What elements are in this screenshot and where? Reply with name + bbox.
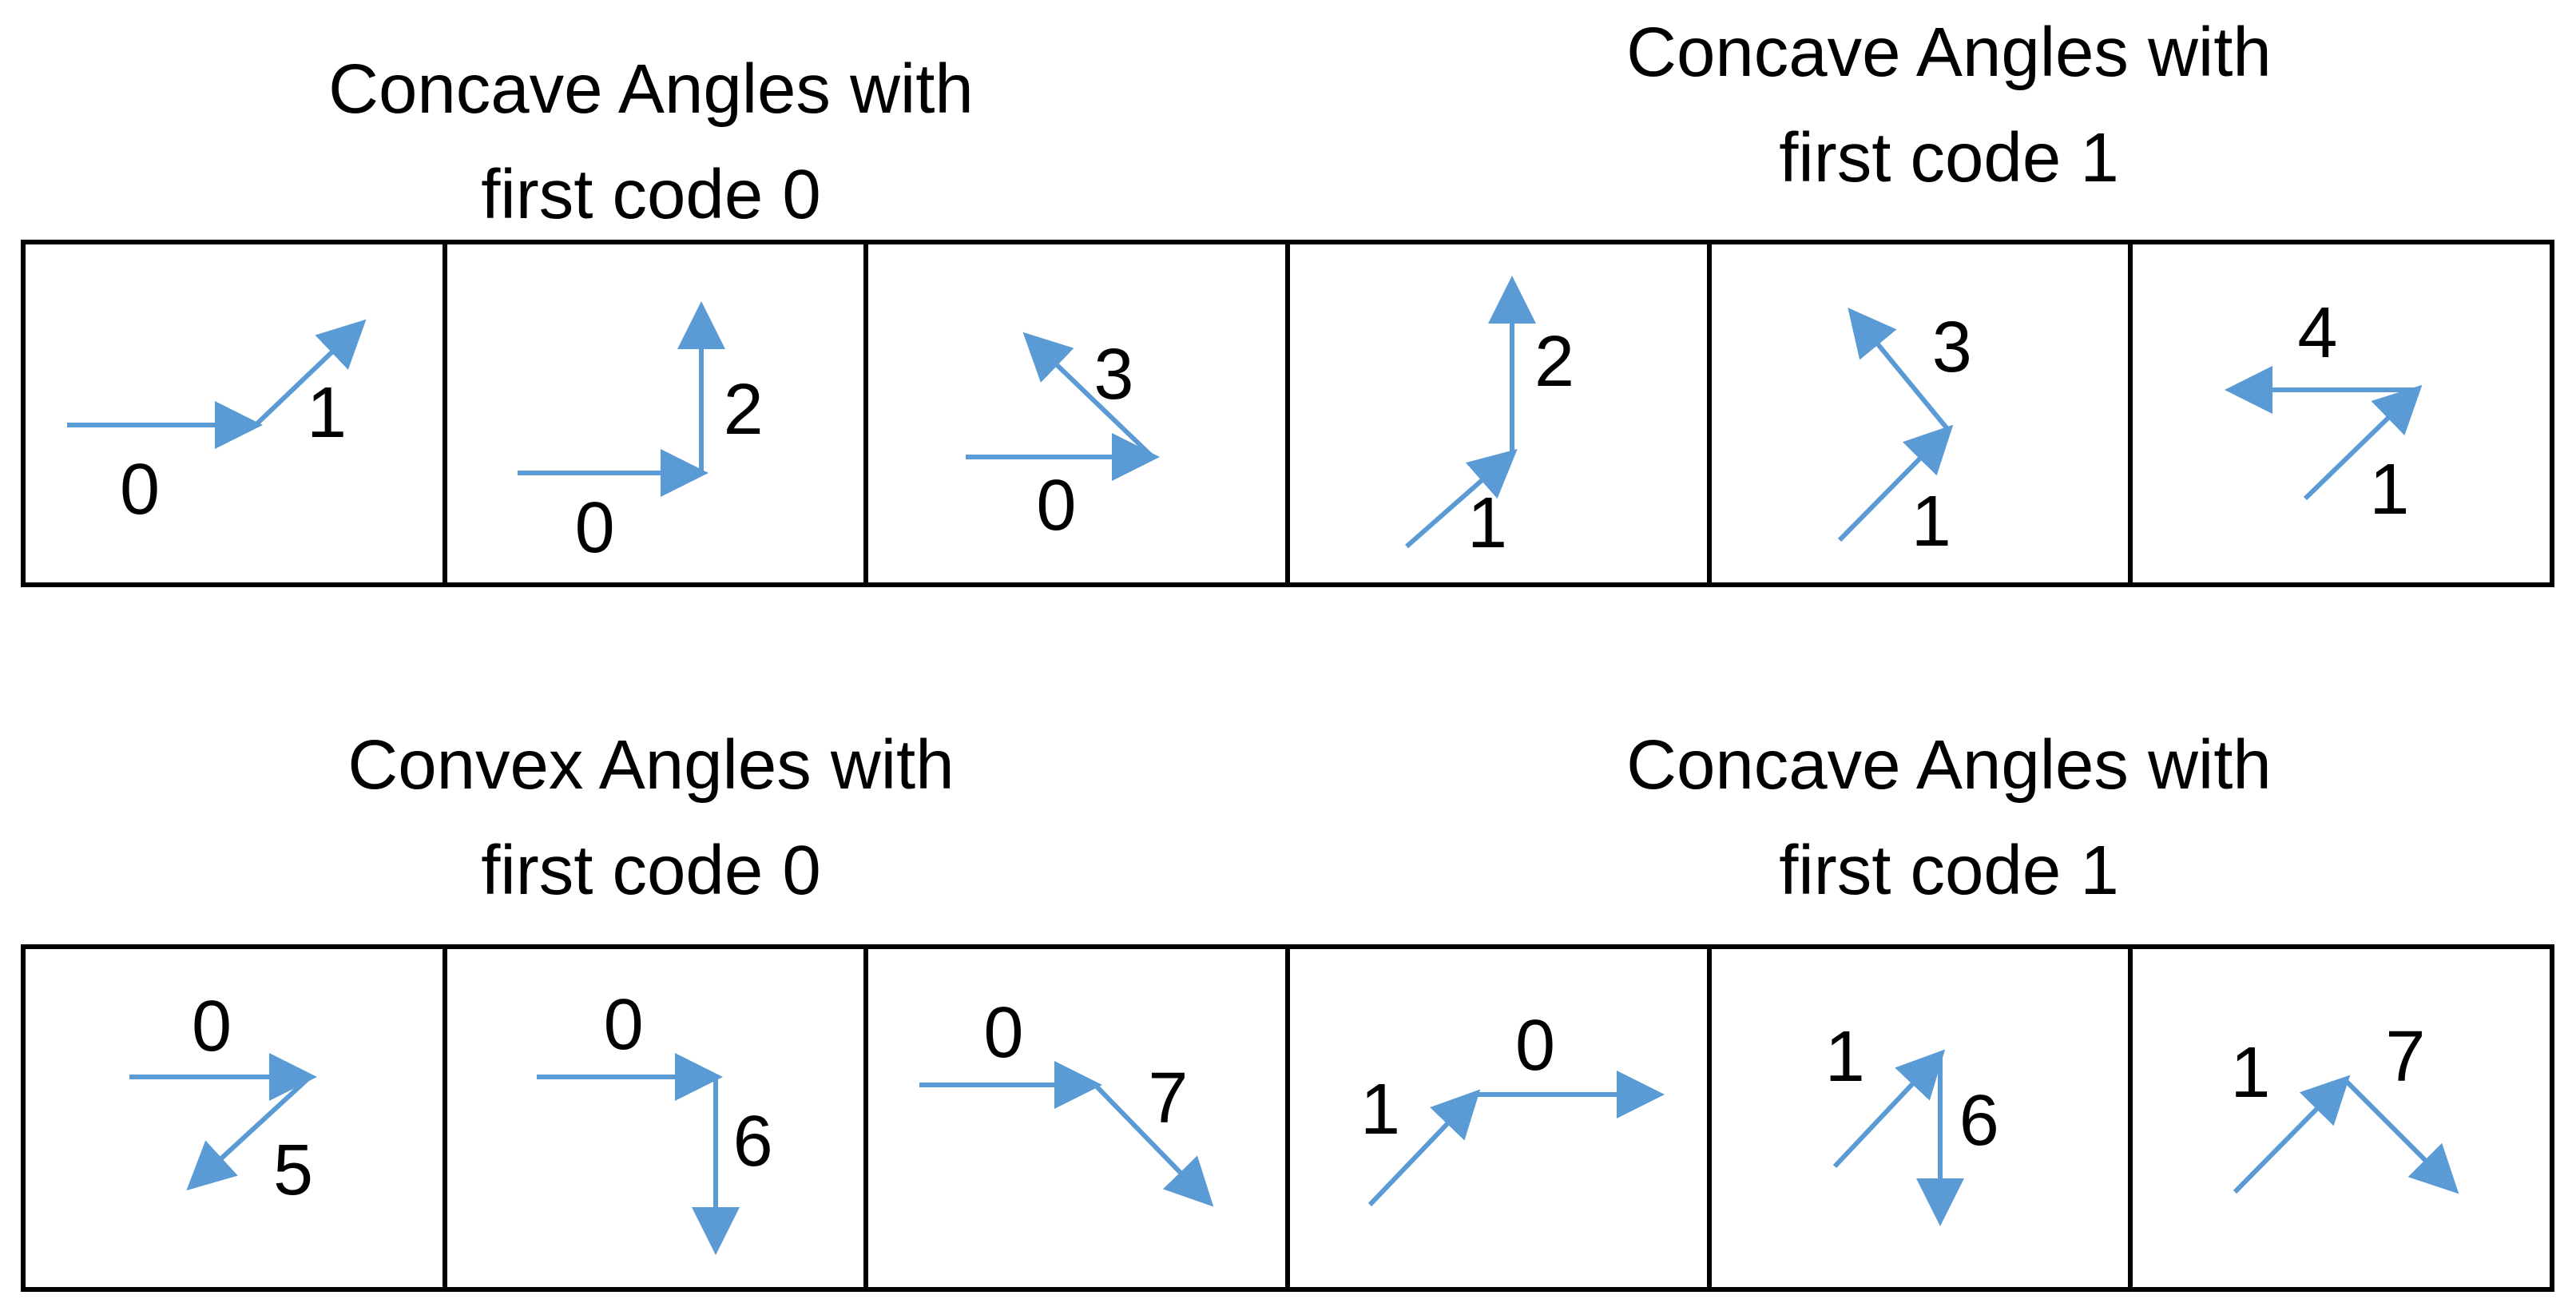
code-arrow (2344, 1078, 2459, 1194)
title-line-2: first code 1 (1779, 119, 2119, 197)
angle-arrows (536, 1053, 740, 1255)
angle-cell-1-0: 1 0 (1290, 949, 1712, 1287)
second-code-label: 3 (1931, 308, 1972, 387)
title-line-1: Concave Angles with (1626, 14, 2272, 91)
angle-arrows (1367, 1071, 1665, 1207)
code-arrow (1367, 1089, 1481, 1207)
first-code-label: 1 (1360, 1070, 1401, 1150)
angle-arrows (1837, 308, 1954, 542)
angle-arrows (2233, 1075, 2459, 1194)
angle-cell-1-6: 1 6 (1712, 949, 2133, 1287)
title-line-2: first code 0 (481, 832, 821, 909)
second-code-label: 7 (1148, 1059, 1189, 1138)
code-arrow (1847, 308, 1951, 431)
angle-arrows (129, 1053, 317, 1191)
first-code-label: 0 (983, 993, 1024, 1073)
angle-arrows (1405, 276, 1537, 549)
section-title-concave-first-code-0: Concave Angles with first code 0 (152, 37, 1150, 248)
first-code-label: 1 (2369, 450, 2410, 530)
second-code-label: 1 (307, 373, 347, 453)
title-line-2: first code 1 (1779, 832, 2119, 909)
top-angle-strip: 0 1 0 2 0 3 1 2 1 3 (21, 240, 2554, 587)
second-code-label: 2 (1534, 322, 1575, 402)
second-code-label: 4 (2297, 293, 2338, 373)
second-code-label: 5 (273, 1130, 314, 1210)
angle-cell-0-3: 0 3 (868, 244, 1291, 582)
code-arrow (253, 319, 367, 427)
first-code-label: 1 (2230, 1033, 2271, 1113)
angle-arrows (966, 332, 1161, 481)
first-code-label: 0 (120, 450, 161, 530)
angle-cell-1-3: 1 3 (1712, 244, 2133, 582)
code-arrow (2304, 384, 2423, 501)
angle-cell-0-1: 0 1 (26, 244, 447, 582)
code-arrow (186, 1075, 312, 1191)
first-code-label: 1 (1824, 1017, 1865, 1097)
code-arrow (1837, 424, 1954, 542)
title-line-2: first code 0 (481, 156, 821, 233)
code-arrow (1022, 332, 1155, 459)
title-line-1: Convex Angles with (347, 726, 955, 804)
angle-arrows (1832, 1049, 1964, 1226)
second-code-label: 2 (723, 370, 764, 450)
code-arrow (1094, 1083, 1214, 1207)
section-title-convex-first-code-0: Convex Angles with first code 0 (152, 713, 1150, 924)
section-title-concave-first-code-1: Concave Angles with first code 1 (1390, 0, 2508, 211)
angle-cell-0-2: 0 2 (447, 244, 869, 582)
first-code-label: 0 (603, 985, 644, 1065)
angle-cell-1-4: 1 4 (2133, 244, 2550, 582)
title-line-1: Concave Angles with (1626, 726, 2272, 804)
second-code-label: 6 (1959, 1081, 1999, 1161)
bottom-angle-strip: 0 5 0 6 0 7 1 0 1 6 (21, 944, 2554, 1292)
first-code-label: 0 (574, 488, 615, 568)
angle-arrows (517, 301, 725, 497)
first-code-label: 1 (1467, 483, 1508, 563)
section-title-lower-concave-first-code-1: Concave Angles with first code 1 (1390, 713, 2508, 924)
angle-arrows (2225, 366, 2423, 501)
second-code-label: 0 (1515, 1006, 1556, 1086)
angle-arrows (919, 1061, 1214, 1207)
angle-cell-0-6: 0 6 (447, 949, 869, 1287)
second-code-label: 6 (732, 1102, 773, 1182)
angle-cell-0-7: 0 7 (868, 949, 1291, 1287)
second-code-label: 7 (2385, 1017, 2426, 1097)
title-line-1: Concave Angles with (328, 50, 974, 128)
first-code-label: 0 (1036, 466, 1077, 546)
code-arrow (1832, 1049, 1945, 1169)
first-code-label: 1 (1911, 482, 1951, 562)
code-arrow (1405, 449, 1518, 549)
code-arrow (2233, 1075, 2351, 1194)
angle-arrows (67, 319, 367, 449)
second-code-label: 3 (1094, 335, 1134, 415)
first-code-label: 0 (192, 987, 232, 1067)
angle-cell-1-7: 1 7 (2133, 949, 2550, 1287)
angle-cell-0-5: 0 5 (26, 949, 447, 1287)
angle-cell-1-2: 1 2 (1290, 244, 1712, 582)
